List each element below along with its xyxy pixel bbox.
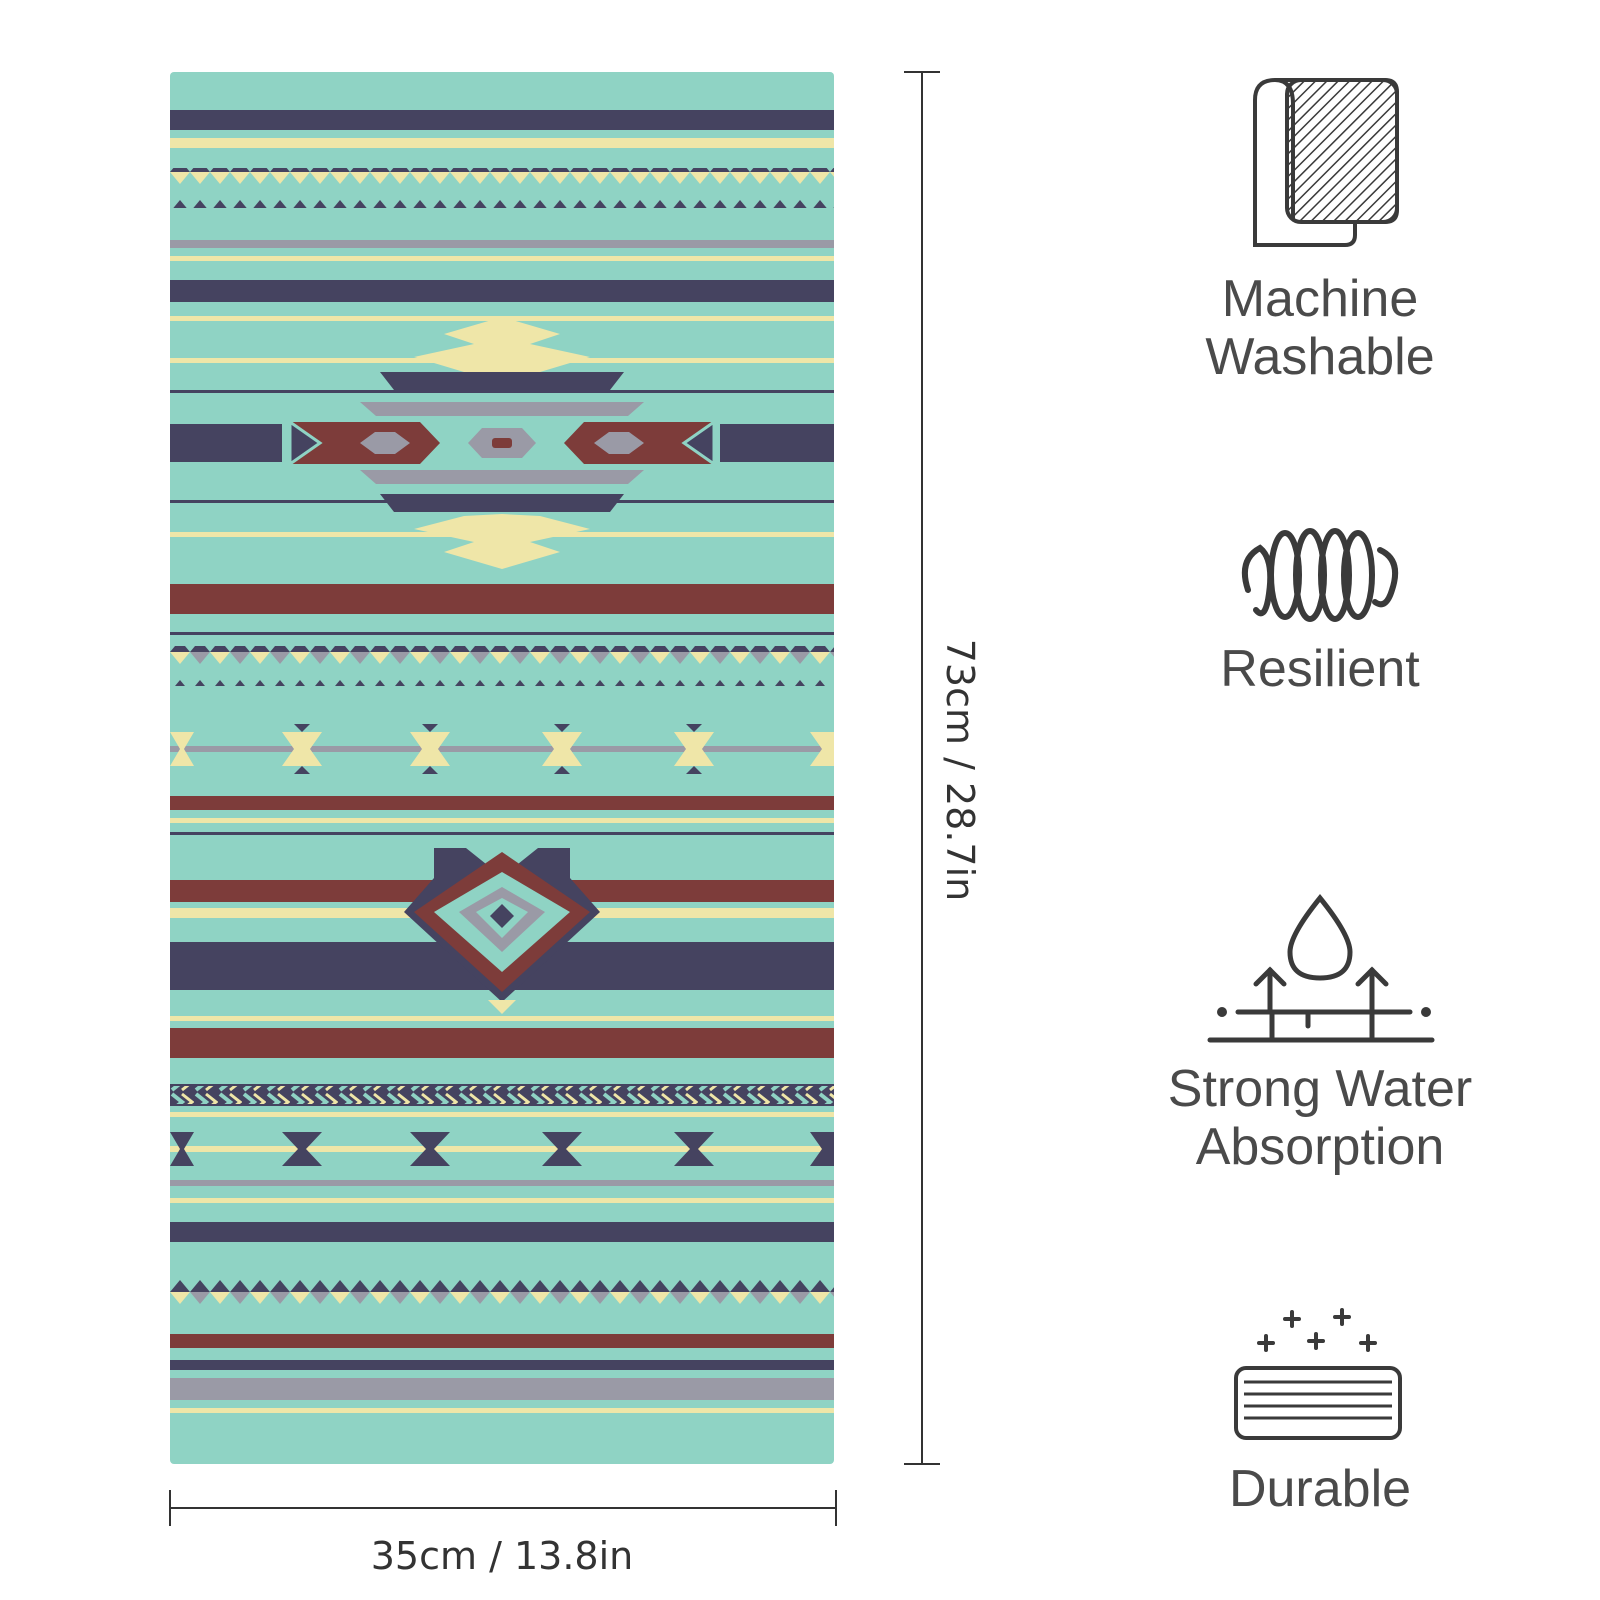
feature-label-line1: Strong Water [1167,1060,1473,1118]
feature-resilient: Resilient [1120,520,1520,698]
water-absorption-icon [1207,894,1435,1043]
width-dimension-label: 35cm / 13.8in [370,1534,634,1578]
towel-pattern-image [170,72,834,1464]
height-dimension-label: 73cm / 28.7in [938,638,982,902]
feature-machine-washable: Machine Washable [1120,70,1520,386]
feature-label-line1: Durable [1228,1460,1412,1518]
feature-label-line1: Resilient [1220,640,1420,698]
feature-label-line2: Washable [1205,328,1435,386]
durable-towel-icon [1234,1308,1402,1440]
feature-strong-water-absorption: Strong Water Absorption [1120,890,1520,1176]
machine-washable-icon [1253,78,1399,247]
feature-label-line2: Absorption [1195,1118,1445,1176]
feature-durable: Durable [1120,1300,1520,1518]
resilient-coil-icon [1242,528,1398,622]
feature-label-line1: Machine [1221,270,1419,328]
